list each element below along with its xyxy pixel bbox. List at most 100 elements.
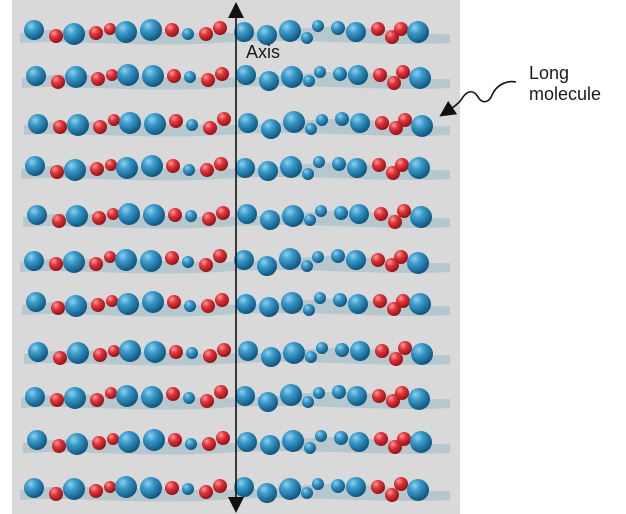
red-atom [50, 393, 64, 407]
blue-atom [66, 205, 88, 227]
blue-atom [237, 432, 257, 452]
blue-atom [27, 430, 47, 450]
red-atom [203, 121, 217, 135]
blue-atom [349, 432, 369, 452]
red-atom [51, 75, 65, 89]
red-atom [52, 439, 66, 453]
molecule-chain [22, 64, 450, 91]
blue-atom [142, 291, 164, 313]
blue-atom [119, 112, 141, 134]
red-atom [106, 69, 118, 81]
blue-atom [283, 342, 305, 364]
red-atom [49, 257, 63, 271]
blue-atom [115, 249, 137, 271]
red-atom [108, 345, 120, 357]
long-molecule-label: Long molecule [529, 63, 601, 104]
blue-atom [238, 113, 258, 133]
blue-atom [182, 483, 194, 495]
blue-atom [183, 392, 195, 404]
red-atom [168, 208, 182, 222]
red-atom [202, 437, 216, 451]
blue-atom [348, 65, 368, 85]
red-atom [387, 302, 401, 316]
molecule-chain [20, 476, 450, 503]
blue-atom [312, 478, 324, 490]
blue-atom [234, 477, 254, 497]
red-atom [215, 67, 229, 81]
red-atom [53, 351, 67, 365]
blue-atom [118, 203, 140, 225]
red-atom [104, 481, 116, 493]
blue-atom [313, 156, 325, 168]
blue-atom [314, 292, 326, 304]
red-atom [213, 249, 227, 263]
blue-atom [234, 22, 254, 42]
red-atom [397, 204, 411, 218]
blue-atom [346, 250, 366, 270]
blue-atom [283, 111, 305, 133]
blue-atom [183, 164, 195, 176]
blue-atom [347, 158, 367, 178]
blue-atom [26, 66, 46, 86]
blue-atom [186, 119, 198, 131]
red-atom [169, 114, 183, 128]
blue-atom [409, 293, 431, 315]
blue-atom [144, 341, 166, 363]
blue-atom [67, 342, 89, 364]
blue-atom [347, 386, 367, 406]
red-atom [372, 158, 386, 172]
blue-atom [143, 429, 165, 451]
blue-atom [331, 21, 345, 35]
blue-atom [182, 256, 194, 268]
blue-atom [282, 205, 304, 227]
red-atom [396, 294, 410, 308]
red-atom [167, 69, 181, 83]
red-atom [388, 215, 402, 229]
blue-atom [411, 343, 433, 365]
blue-atom [279, 20, 301, 42]
red-atom [385, 30, 399, 44]
red-atom [90, 162, 104, 176]
red-atom [53, 120, 67, 134]
red-atom [215, 293, 229, 307]
blue-atom [334, 431, 348, 445]
blue-atom [144, 113, 166, 135]
blue-atom [260, 435, 280, 455]
blue-atom [350, 113, 370, 133]
blue-atom [260, 210, 280, 230]
red-atom [216, 431, 230, 445]
blue-atom [334, 206, 348, 220]
blue-atom [316, 342, 328, 354]
red-atom [168, 433, 182, 447]
red-atom [91, 298, 105, 312]
blue-atom [257, 25, 277, 45]
red-atom [90, 393, 104, 407]
blue-atom [63, 23, 85, 45]
red-atom [388, 440, 402, 454]
blue-atom [24, 20, 44, 40]
blue-atom [279, 478, 301, 500]
red-atom [200, 163, 214, 177]
blue-atom [281, 292, 303, 314]
blue-atom [116, 157, 138, 179]
red-atom [165, 23, 179, 37]
red-atom [371, 22, 385, 36]
red-atom [93, 120, 107, 134]
red-atom [166, 387, 180, 401]
blue-atom [143, 204, 165, 226]
blue-atom [115, 476, 137, 498]
blue-atom [141, 155, 163, 177]
blue-atom [261, 347, 281, 367]
blue-atom [409, 67, 431, 89]
red-atom [374, 432, 388, 446]
blue-atom [313, 387, 325, 399]
blue-atom [302, 168, 314, 180]
blue-atom [28, 114, 48, 134]
blue-atom [408, 157, 430, 179]
red-atom [386, 166, 400, 180]
red-atom [395, 386, 409, 400]
red-atom [169, 345, 183, 359]
blue-atom [117, 64, 139, 86]
blue-atom [282, 430, 304, 452]
molecule-chain [22, 291, 450, 317]
